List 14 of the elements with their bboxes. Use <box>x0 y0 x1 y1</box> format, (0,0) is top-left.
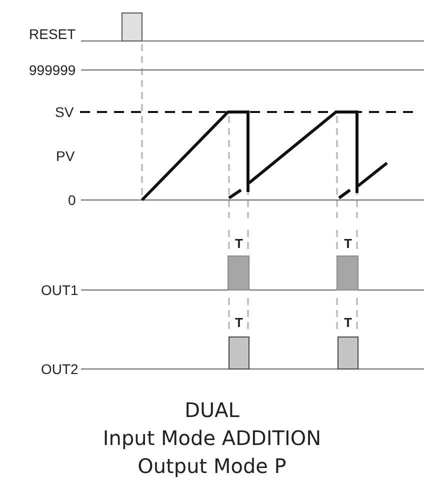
signal-label: RESET <box>29 26 76 42</box>
axis-value-label: 999999 <box>29 62 76 78</box>
caption-line: DUAL <box>184 397 240 423</box>
axis-value-label: 0 <box>68 192 76 208</box>
time-label: T <box>344 315 352 331</box>
axis-value-label: SV <box>55 104 74 120</box>
time-label: T <box>344 236 352 252</box>
signal-label: OUT1 <box>41 282 78 298</box>
caption-line: Input Mode ADDITION <box>102 425 322 451</box>
signal-label: OUT2 <box>41 361 78 377</box>
caption-line: Output Mode P <box>136 453 288 479</box>
time-label: T <box>235 236 243 252</box>
axis-value-label: PV <box>56 148 75 164</box>
time-label: T <box>235 315 243 331</box>
